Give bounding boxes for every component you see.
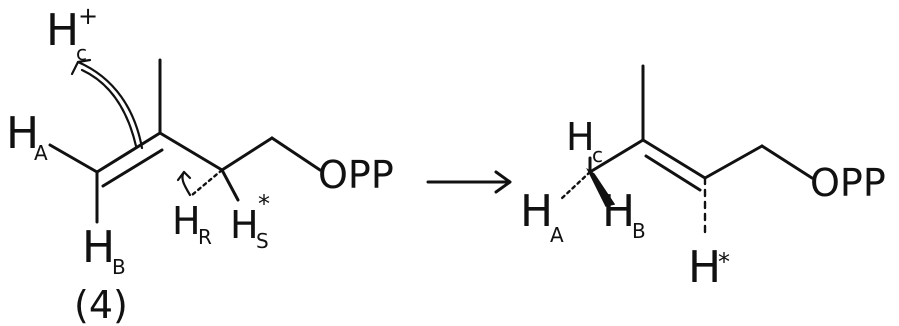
- label-hstar-atom: H: [688, 242, 721, 293]
- bond-c4-o: [270, 136, 322, 172]
- label-hs-sub: S: [256, 229, 269, 253]
- reactant-structure: H c + H A H B H R H S * OPP (4): [6, 2, 394, 326]
- label-opp-reactant: OPP: [318, 153, 394, 197]
- label-ha-product-atom: H: [520, 186, 553, 237]
- double-bond-inner-product: [644, 154, 702, 192]
- product-structure: H c H A H B H * OPP: [520, 64, 886, 293]
- bond-hs: [220, 168, 240, 202]
- label-ha: H A: [6, 108, 48, 165]
- compound-number: (4): [74, 283, 128, 326]
- hashed-bond-hr: [190, 168, 224, 197]
- label-hs-atom: H: [230, 203, 259, 247]
- small-curved-arrowhead: [176, 170, 192, 182]
- label-ha-atom: H: [6, 108, 39, 159]
- double-bond-outer-product: [641, 138, 707, 180]
- label-hc-plus: H c +: [46, 2, 98, 65]
- bond-ha-c1: [48, 143, 99, 174]
- wedge-bond-hb: [586, 167, 616, 207]
- hashed-bond-ha: [558, 170, 592, 202]
- label-ha-product-sub: A: [550, 223, 564, 247]
- label-hc-sub: c: [76, 41, 87, 65]
- label-hc-product-sub: c: [592, 143, 603, 167]
- bond-c3-c4: [220, 136, 274, 172]
- bond-c1-c2: [588, 138, 645, 174]
- label-hc-sup: +: [78, 2, 98, 30]
- label-hb-product: H B: [602, 186, 646, 243]
- label-hr-sub: R: [198, 225, 212, 249]
- label-hstar-product: H *: [688, 242, 730, 293]
- electron-push-arrowhead: [70, 58, 92, 76]
- reaction-arrow-head: [494, 170, 512, 194]
- bond-c3-c4-product: [703, 144, 764, 180]
- label-hb-atom: H: [82, 222, 115, 273]
- electron-push-arrow: [76, 60, 144, 150]
- label-hb: H B: [82, 222, 126, 279]
- label-opp-product: OPP: [810, 161, 886, 205]
- double-bond-outer: [95, 131, 162, 174]
- label-hc-product: H c: [566, 115, 603, 167]
- double-bond-inner: [101, 148, 164, 188]
- label-hb-product-atom: H: [602, 186, 635, 237]
- electron-push-arrow-edge: [80, 68, 138, 148]
- label-hs-sup: *: [258, 190, 270, 218]
- label-hstar-sup: *: [718, 248, 730, 276]
- label-hr: H R: [172, 199, 212, 249]
- label-ha-product: H A: [520, 186, 564, 247]
- bond-c2-c3: [158, 131, 224, 172]
- label-hc-atom: H: [46, 5, 79, 56]
- bond-c4-o-product: [760, 144, 814, 180]
- label-hs: H S *: [230, 190, 270, 253]
- label-hr-atom: H: [172, 199, 201, 243]
- label-hb-product-sub: B: [632, 219, 646, 243]
- reaction-arrow: [426, 170, 512, 194]
- label-hc-product-atom: H: [566, 115, 595, 159]
- label-hb-sub: B: [112, 255, 126, 279]
- label-ha-sub: A: [34, 141, 48, 165]
